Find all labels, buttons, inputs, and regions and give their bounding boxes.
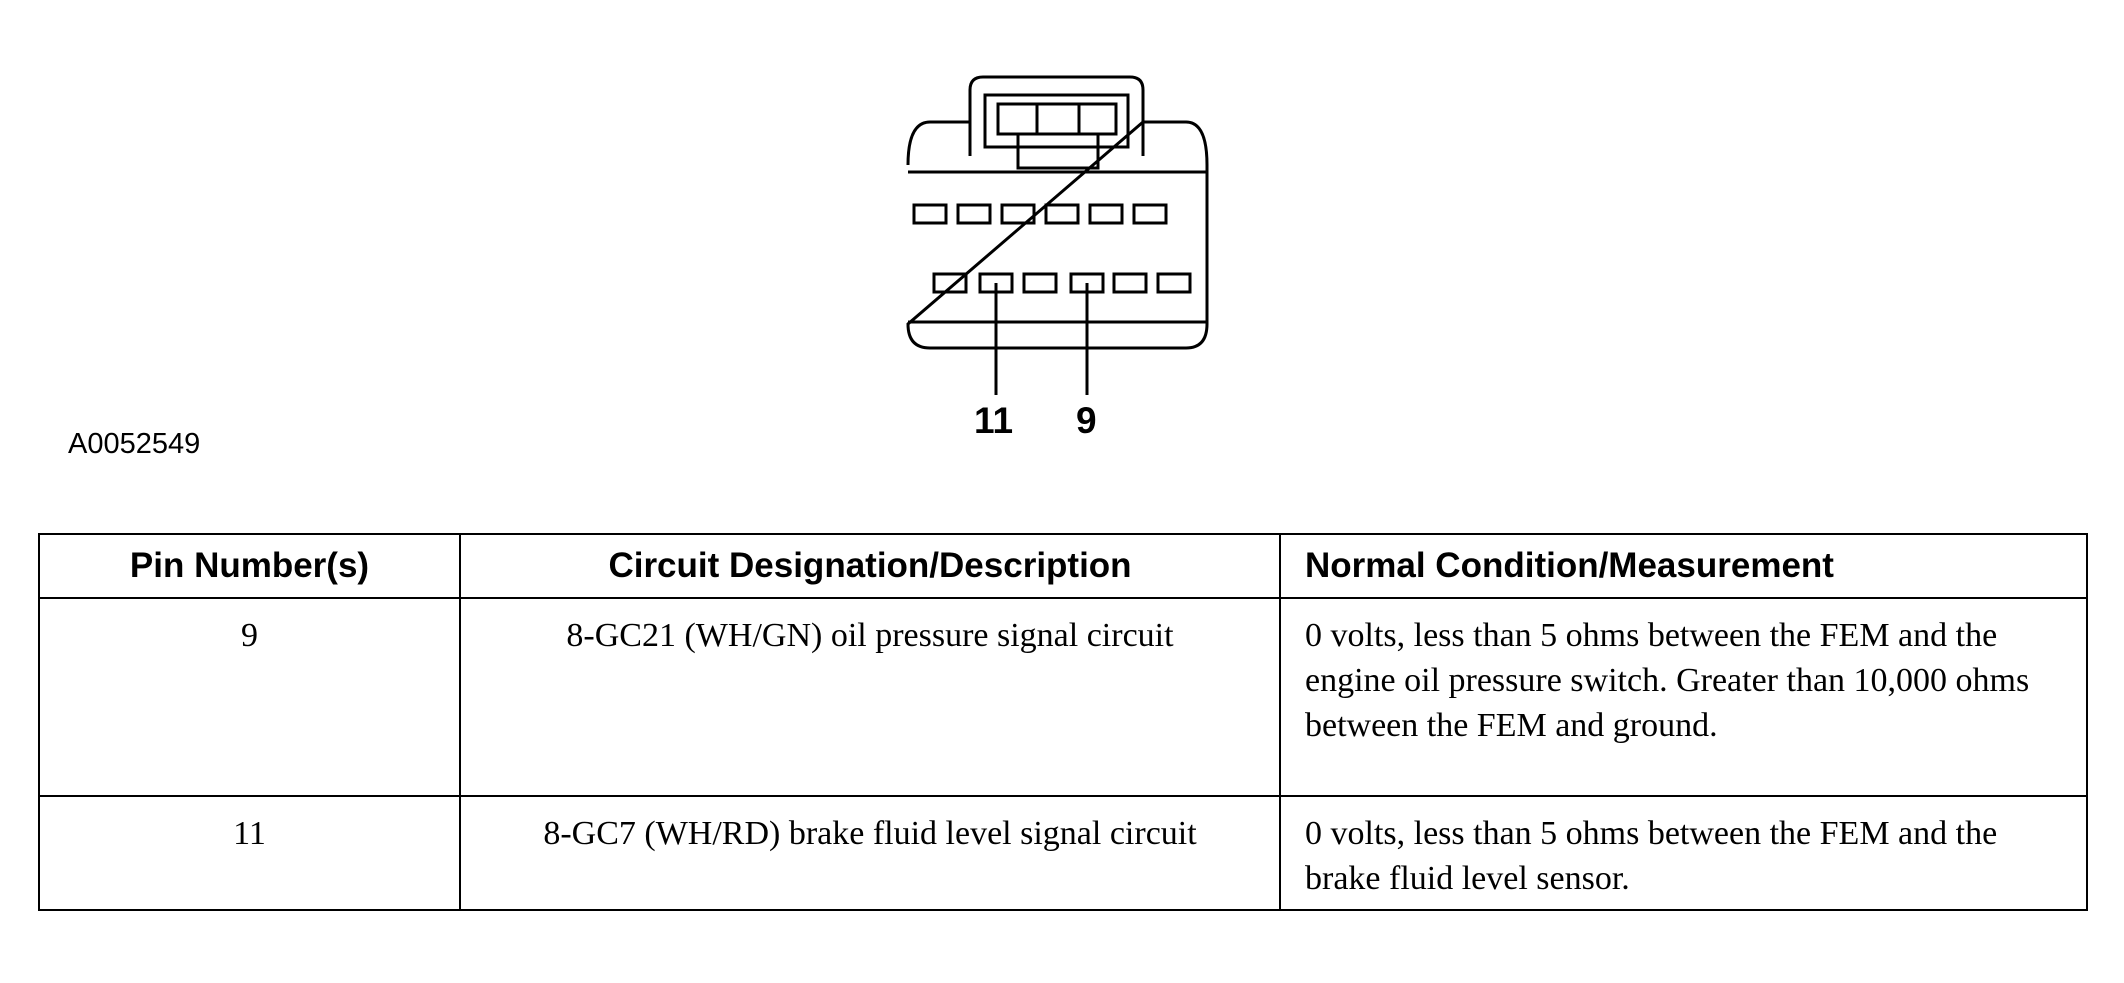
connector-lock-tab bbox=[968, 75, 1145, 156]
pin-11-callout: 11 bbox=[974, 400, 1014, 441]
circuit-cell: 8-GC21 (WH/GN) oil pressure signal circu… bbox=[459, 597, 1281, 797]
header-pin-number: Pin Number(s) bbox=[38, 533, 461, 599]
measurement-cell: 0 volts, less than 5 ohms between the FE… bbox=[1279, 597, 2088, 797]
bottom-cavity-row bbox=[932, 272, 1192, 294]
connector-lock-inner bbox=[983, 93, 1130, 149]
table-row: 11 8-GC7 (WH/RD) brake fluid level signa… bbox=[38, 795, 2088, 911]
pin-spec-table: Pin Number(s) Circuit Designation/Descri… bbox=[38, 533, 2088, 911]
pin-9-callout: 9 bbox=[1076, 400, 1097, 441]
top-cavity-row bbox=[912, 203, 1168, 225]
table-header-row: Pin Number(s) Circuit Designation/Descri… bbox=[38, 533, 2088, 599]
figure-id: A0052549 bbox=[68, 428, 201, 460]
measurement-cell: 0 volts, less than 5 ohms between the FE… bbox=[1279, 795, 2088, 911]
circuit-cell: 8-GC7 (WH/RD) brake fluid level signal c… bbox=[459, 795, 1281, 911]
header-circuit-designation: Circuit Designation/Description bbox=[459, 533, 1281, 599]
pin-number-cell: 9 bbox=[38, 597, 461, 797]
connector-body bbox=[906, 120, 1209, 350]
pin-number-cell: 11 bbox=[38, 795, 461, 911]
header-normal-condition: Normal Condition/Measurement bbox=[1279, 533, 2088, 599]
table-row: 9 8-GC21 (WH/GN) oil pressure signal cir… bbox=[38, 597, 2088, 797]
